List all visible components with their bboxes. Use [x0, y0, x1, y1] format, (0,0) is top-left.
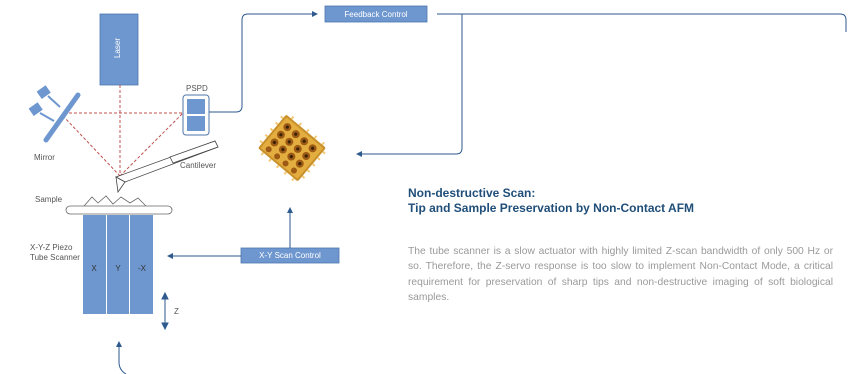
feedback-output-line: [437, 13, 847, 32]
axis-neg-x-label: -X: [138, 264, 147, 273]
scanner-y: [107, 215, 129, 314]
scanner-label: X-Y-Z Piezo Tube Scanner: [30, 243, 80, 262]
axis-x-label: X: [91, 264, 97, 273]
bottom-input-arrow: [116, 341, 127, 374]
connectors: [116, 11, 847, 374]
xy-scan-control-label: X-Y Scan Control: [259, 251, 321, 260]
laser-label: Laser: [113, 38, 122, 58]
scanner-neg-x: [130, 215, 153, 314]
sample-label: Sample: [35, 195, 63, 204]
mirror-icon: [28, 85, 81, 143]
axis-y-label: Y: [115, 264, 121, 273]
cantilever: [115, 140, 219, 194]
pspd: PSPD: [182, 84, 210, 136]
sample: Sample: [35, 195, 173, 215]
axis-z-label: Z: [174, 307, 179, 316]
sample-stage: [65, 205, 173, 215]
scanner-label-line1: X-Y-Z Piezo: [30, 243, 73, 252]
scanner-x: [83, 215, 106, 314]
scanner-label-line2: Tube Scanner: [30, 253, 80, 262]
laser-beam-path: [63, 85, 184, 177]
xy-scan-control: X-Y Scan Control: [240, 247, 340, 264]
feedback-control: Feedback Control: [324, 5, 428, 23]
heading-line-2: Tip and Sample Preservation by Non-Conta…: [408, 201, 695, 215]
feedback-control-label: Feedback Control: [344, 10, 407, 19]
pspd-to-feedback-arrow: [209, 11, 318, 113]
feedback-control-box: [324, 5, 428, 23]
laser-box: [99, 13, 139, 86]
pspd-label: PSPD: [186, 84, 208, 93]
sample-chip-icon: [258, 115, 326, 182]
mirror-label: Mirror: [34, 153, 55, 162]
z-axis-arrow: [161, 291, 169, 331]
description-paragraph: The tube scanner is a slow actuator with…: [408, 246, 833, 304]
tube-scanner: X-Y-Z Piezo Tube Scanner X Y -X: [30, 215, 153, 314]
heading-line-1: Non-destructive Scan:: [408, 186, 536, 200]
cantilever-label: Cantilever: [180, 161, 216, 170]
laser: Laser: [99, 13, 139, 86]
section-heading: Non-destructive Scan: Tip and Sample Pre…: [408, 186, 848, 216]
feedback-to-chip-arrow: [356, 14, 463, 157]
